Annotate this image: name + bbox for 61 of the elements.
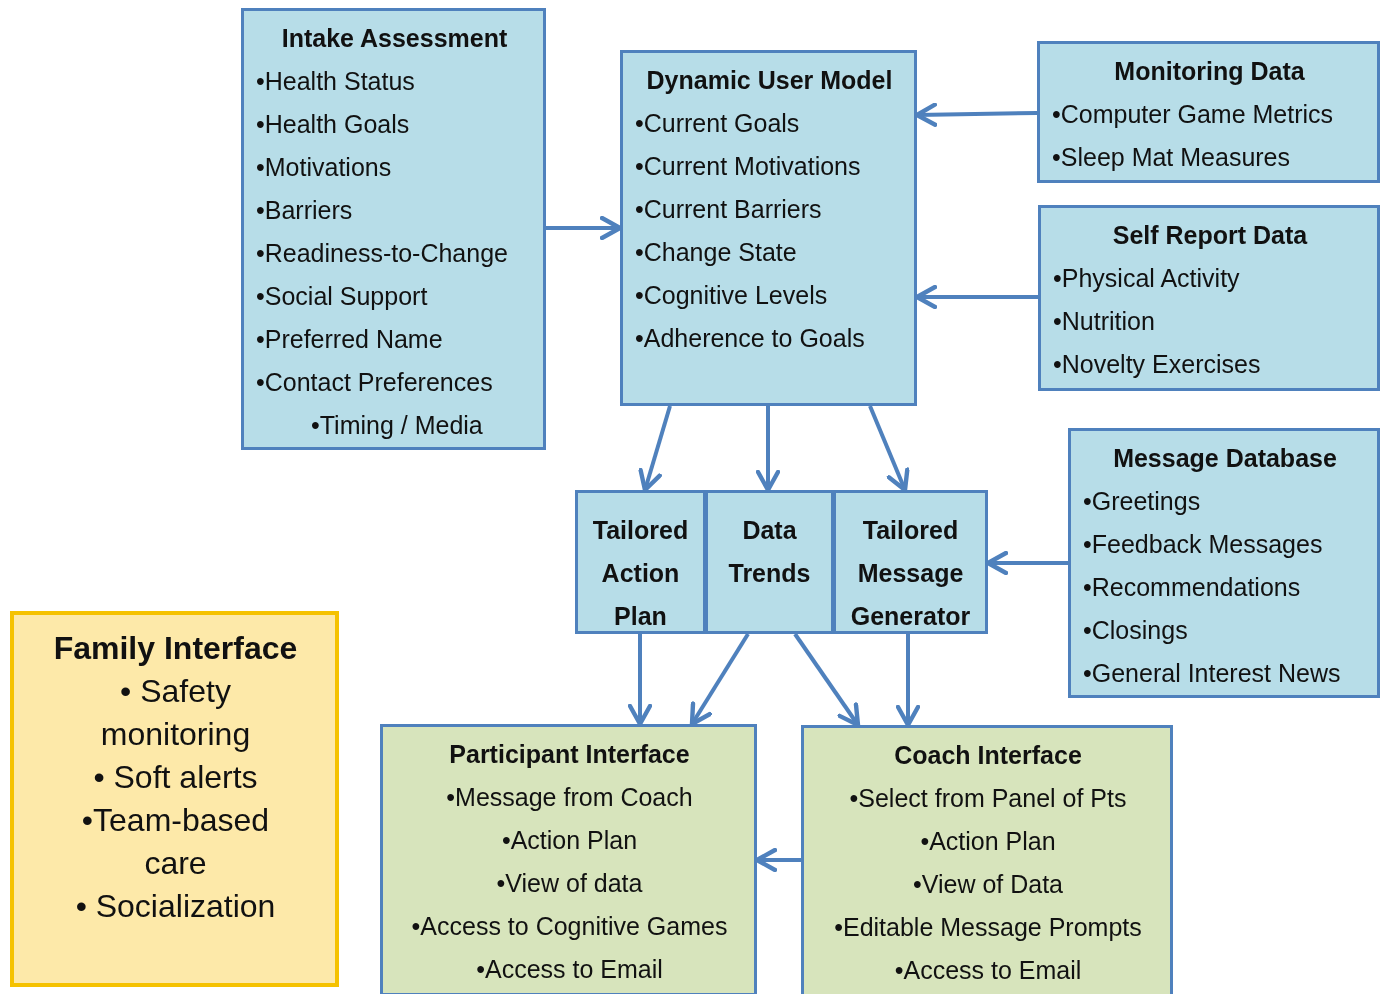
bullet-item: •Nutrition — [1053, 306, 1156, 337]
bullet-item: •Adherence to Goals — [635, 323, 866, 354]
bullet-item: •Closings — [1083, 615, 1189, 646]
box-heading: Intake Assessment — [280, 23, 509, 54]
process-box — [833, 490, 988, 634]
bullet-item: •Current Motivations — [635, 151, 862, 182]
data-box — [241, 8, 546, 450]
interface-box — [380, 724, 757, 994]
bullet-item: •Access to Email — [475, 954, 664, 985]
data-box — [1037, 41, 1380, 183]
bullet-item: •Timing / Media — [310, 410, 484, 441]
bullet-item: •Feedback Messages — [1083, 529, 1324, 560]
bullet-item: •Change State — [635, 237, 798, 268]
box-heading: Coach Interface — [893, 740, 1083, 771]
interface-box — [801, 725, 1173, 994]
bullet-item: • Safety monitoring — [99, 672, 252, 754]
bullet-item: •Access to Email — [893, 955, 1083, 986]
process-label: Tailored Action Plan — [591, 515, 690, 632]
box-heading: Monitoring Data — [1113, 56, 1306, 87]
bullet-item: •Team-based care — [80, 801, 271, 883]
box-heading: Dynamic User Model — [645, 65, 894, 96]
bullet-item: •Action Plan — [919, 826, 1057, 857]
bullet-item: •Greetings — [1083, 486, 1202, 517]
bullet-item: •Novelty Exercises — [1053, 349, 1262, 380]
bullet-item: •Barriers — [256, 195, 354, 226]
bullet-item: •Recommendations — [1083, 572, 1302, 603]
box-heading: Participant Interface — [448, 739, 691, 770]
bullet-item: •Physical Activity — [1053, 263, 1241, 294]
bullet-item: •Current Barriers — [635, 194, 823, 225]
bullet-item: •View of Data — [911, 869, 1064, 900]
data-box — [1068, 428, 1380, 698]
bullet-item: •Cognitive Levels — [635, 280, 829, 311]
bullet-item: •Editable Message Prompts — [833, 912, 1143, 943]
bullet-item: •Preferred Name — [256, 324, 444, 355]
bullet-item: •Health Status — [256, 66, 416, 97]
note-box — [10, 611, 339, 987]
box-heading: Self Report Data — [1111, 220, 1309, 251]
bullet-item: •Contact Preferences — [256, 367, 494, 398]
process-label: Data Trends — [727, 515, 812, 589]
data-box — [1038, 205, 1380, 391]
process-label: Tailored Message Generator — [849, 515, 972, 632]
box-heading: Family Interface — [52, 629, 299, 668]
bullet-item: •General Interest News — [1083, 658, 1342, 689]
data-box — [620, 50, 917, 406]
bullet-item: •Current Goals — [635, 108, 801, 139]
bullet-item: •Access to Cognitive Games — [410, 911, 729, 942]
process-box — [575, 490, 706, 634]
bullet-item: •Sleep Mat Measures — [1052, 142, 1292, 173]
bullet-item: • Soft alerts — [92, 758, 259, 797]
bullet-item: •Message from Coach — [445, 782, 694, 813]
bullet-item: •Motivations — [256, 152, 393, 183]
bullet-item: •Health Goals — [256, 109, 411, 140]
box-heading: Message Database — [1112, 443, 1338, 474]
bullet-item: •Action Plan — [500, 825, 639, 856]
bullet-item: •Select from Panel of Pts — [848, 783, 1128, 814]
bullet-item: •Social Support — [256, 281, 429, 312]
bullet-item: •View of data — [495, 868, 644, 899]
bullet-item: •Readiness-to-Change — [256, 238, 509, 269]
bullet-item: • Socialization — [74, 887, 277, 926]
process-box — [705, 490, 834, 634]
bullet-item: •Computer Game Metrics — [1052, 99, 1335, 130]
